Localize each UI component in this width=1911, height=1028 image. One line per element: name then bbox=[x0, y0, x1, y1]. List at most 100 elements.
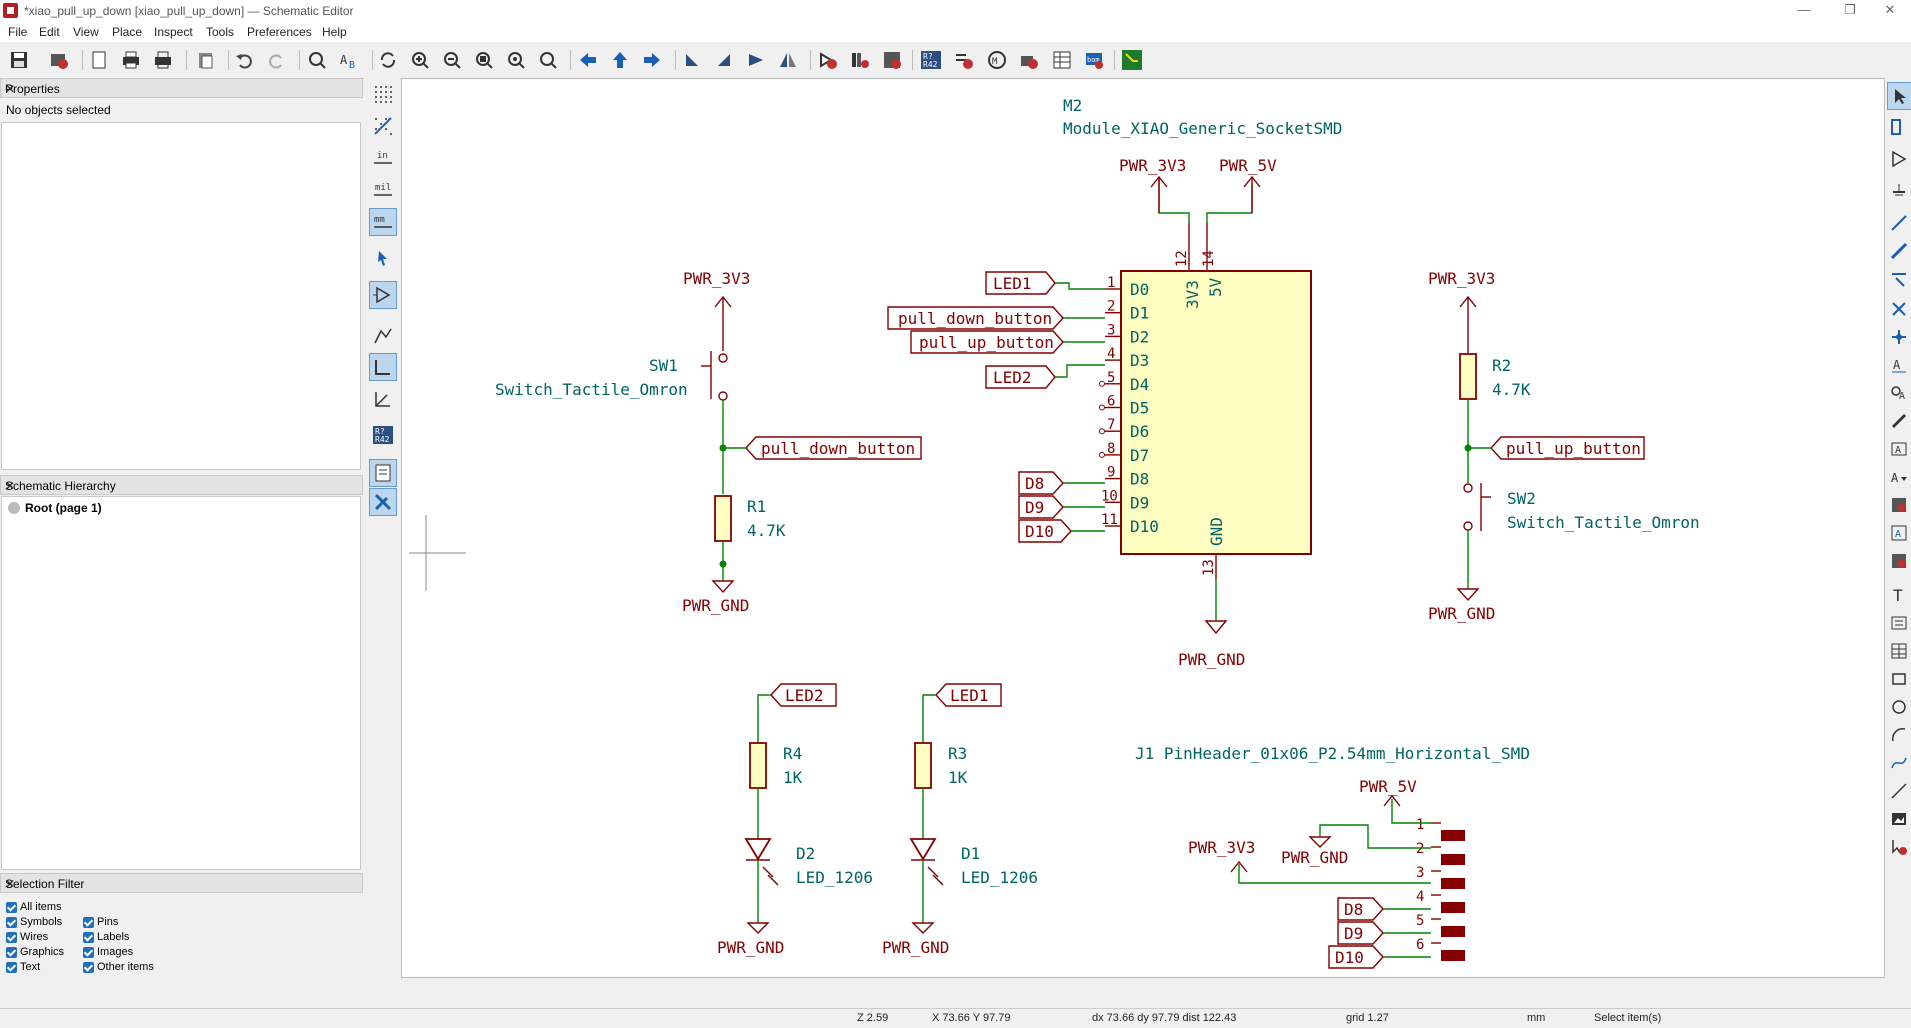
add-global-label-icon[interactable] bbox=[1887, 408, 1911, 434]
add-symbol-icon[interactable] bbox=[1887, 146, 1911, 172]
redo-icon[interactable] bbox=[264, 47, 290, 73]
sw2-switch[interactable]: SW2 Switch_Tactile_Omron bbox=[1463, 483, 1700, 532]
annotation-icon[interactable]: R?R42 bbox=[369, 421, 397, 449]
label-d8-m2[interactable]: D8 bbox=[1018, 471, 1105, 495]
filter-symbols[interactable]: Symbols bbox=[6, 916, 62, 928]
pwr-3v3-symbol-r2[interactable]: PWR_3V3 bbox=[1428, 269, 1495, 353]
hierarchy-navigator-icon[interactable] bbox=[369, 459, 397, 487]
units-inch-icon[interactable]: in bbox=[369, 144, 397, 172]
menu-place[interactable]: Place bbox=[112, 25, 143, 39]
add-bus-icon[interactable] bbox=[1887, 238, 1911, 264]
menu-inspect[interactable]: Inspect bbox=[154, 25, 193, 39]
mirror-vertical-icon[interactable] bbox=[743, 47, 769, 73]
symbol-library-icon[interactable] bbox=[847, 47, 873, 73]
line-mode-free-icon[interactable] bbox=[369, 321, 397, 349]
sw1-switch[interactable]: SW1 Switch_Tactile_Omron bbox=[495, 351, 728, 401]
no-connect-icon[interactable] bbox=[1887, 296, 1911, 322]
close-hierarchy-icon[interactable]: ✕ bbox=[5, 479, 16, 493]
menu-edit[interactable]: Edit bbox=[39, 25, 60, 39]
mirror-horizontal-icon[interactable] bbox=[775, 47, 801, 73]
r3-resistor[interactable]: R3 1K bbox=[914, 742, 968, 789]
footprint-assign-icon[interactable] bbox=[879, 47, 905, 73]
add-text-icon[interactable]: T bbox=[1887, 582, 1911, 608]
add-line-icon[interactable] bbox=[1887, 778, 1911, 804]
add-label-icon[interactable]: A bbox=[1887, 352, 1911, 378]
filter-pins[interactable]: Pins bbox=[83, 916, 118, 928]
highlight-net-icon[interactable] bbox=[1887, 114, 1911, 140]
filter-other-items[interactable]: Other items bbox=[83, 961, 154, 973]
label-led1-r3[interactable]: LED1 bbox=[922, 683, 1002, 743]
add-table-icon[interactable] bbox=[1887, 638, 1911, 664]
add-power-icon[interactable] bbox=[1887, 178, 1911, 204]
show-pins-icon[interactable] bbox=[369, 281, 397, 309]
rotate-cw-icon[interactable] bbox=[711, 47, 737, 73]
label-led2-m2[interactable]: LED2 bbox=[985, 364, 1105, 389]
pwr-gnd-symbol-sw1[interactable]: PWR_GND bbox=[682, 580, 749, 615]
annotate-icon[interactable]: R?R42 bbox=[918, 47, 944, 73]
grid-override-icon[interactable] bbox=[369, 112, 397, 140]
symbol-editor-icon[interactable] bbox=[815, 47, 841, 73]
j1-pin-5-pad[interactable] bbox=[1441, 926, 1465, 937]
label-d10-j1[interactable]: D10 bbox=[1328, 945, 1431, 969]
symbol-fields-table-icon[interactable] bbox=[1049, 47, 1075, 73]
label-led1-m2[interactable]: LED1 bbox=[985, 271, 1105, 295]
bom-icon[interactable]: bom bbox=[1081, 47, 1107, 73]
close-window-icon[interactable]: ✕ bbox=[1884, 2, 1896, 17]
zoom-in-icon[interactable] bbox=[407, 47, 433, 73]
delete-tool-icon[interactable] bbox=[1887, 834, 1911, 860]
label-pull-up-m2[interactable]: pull_up_button bbox=[910, 330, 1105, 354]
pwr-3v3-symbol-sw1[interactable]: PWR_3V3 bbox=[683, 269, 750, 351]
properties-panel-toggle-icon[interactable] bbox=[369, 488, 397, 516]
grid-toggle-icon[interactable] bbox=[369, 80, 397, 108]
navigate-up-icon[interactable] bbox=[607, 47, 633, 73]
label-pull-down-sw1[interactable]: pull_down_button bbox=[723, 436, 922, 460]
zoom-objects-icon[interactable] bbox=[503, 47, 529, 73]
erc-icon[interactable] bbox=[951, 47, 977, 73]
zoom-selection-icon[interactable] bbox=[535, 47, 561, 73]
pwr-gnd-symbol-sw2[interactable]: PWR_GND bbox=[1428, 588, 1495, 623]
simulator-icon[interactable]: M bbox=[984, 47, 1010, 73]
sheet-pin-icon[interactable] bbox=[1887, 548, 1911, 574]
filter-graphics[interactable]: Graphics bbox=[6, 946, 64, 958]
d2-led[interactable]: D2 LED_1206 bbox=[744, 838, 873, 887]
plot-icon[interactable] bbox=[150, 47, 176, 73]
select-tool-icon[interactable] bbox=[1887, 82, 1911, 110]
cursor-crosshair-icon[interactable] bbox=[369, 244, 397, 272]
add-hier-label-icon[interactable]: A bbox=[1887, 436, 1911, 462]
add-sheet-icon[interactable] bbox=[1887, 492, 1911, 518]
hierarchy-root-item[interactable]: Root (page 1) bbox=[8, 501, 102, 515]
undo-icon[interactable] bbox=[231, 47, 257, 73]
navigate-back-icon[interactable] bbox=[575, 47, 601, 73]
menu-view[interactable]: View bbox=[73, 25, 99, 39]
minimize-icon[interactable]: — bbox=[1797, 2, 1811, 17]
find-icon[interactable] bbox=[304, 47, 330, 73]
restore-icon[interactable]: ❐ bbox=[1844, 2, 1856, 17]
add-net-class-icon[interactable]: A bbox=[1887, 380, 1911, 406]
d1-led[interactable]: D1 LED_1206 bbox=[909, 838, 1038, 887]
filter-text[interactable]: Text bbox=[6, 961, 40, 973]
import-sheet-pin-icon[interactable]: A bbox=[1887, 520, 1911, 546]
units-mm-icon[interactable]: mm bbox=[369, 208, 397, 236]
units-mil-icon[interactable]: mil bbox=[369, 176, 397, 204]
line-mode-45-icon[interactable] bbox=[369, 385, 397, 413]
pwr-gnd-symbol-j1[interactable]: PWR_GND bbox=[1281, 824, 1431, 867]
menu-help[interactable]: Help bbox=[322, 25, 347, 39]
add-arc-icon[interactable] bbox=[1887, 722, 1911, 748]
label-d9-j1[interactable]: D9 bbox=[1337, 921, 1431, 945]
line-mode-90-icon[interactable] bbox=[369, 353, 397, 381]
label-led2-r4[interactable]: LED2 bbox=[757, 683, 837, 743]
r4-resistor[interactable]: R4 1K bbox=[749, 742, 803, 789]
add-junction-icon[interactable] bbox=[1887, 324, 1911, 350]
rotate-ccw-icon[interactable] bbox=[679, 47, 705, 73]
zoom-out-icon[interactable] bbox=[439, 47, 465, 73]
zoom-fit-icon[interactable] bbox=[471, 47, 497, 73]
pwr-3v3-symbol-j1[interactable]: PWR_3V3 bbox=[1188, 838, 1431, 884]
label-d9-m2[interactable]: D9 bbox=[1018, 495, 1105, 519]
add-directive-icon[interactable]: A bbox=[1887, 464, 1911, 490]
label-pull-up-sw2[interactable]: pull_up_button bbox=[1468, 436, 1645, 460]
close-filter-icon[interactable]: ✕ bbox=[5, 877, 16, 891]
bom-edit-icon[interactable] bbox=[1016, 47, 1042, 73]
pwr-5v-symbol-j1[interactable]: PWR_5V bbox=[1359, 777, 1431, 824]
